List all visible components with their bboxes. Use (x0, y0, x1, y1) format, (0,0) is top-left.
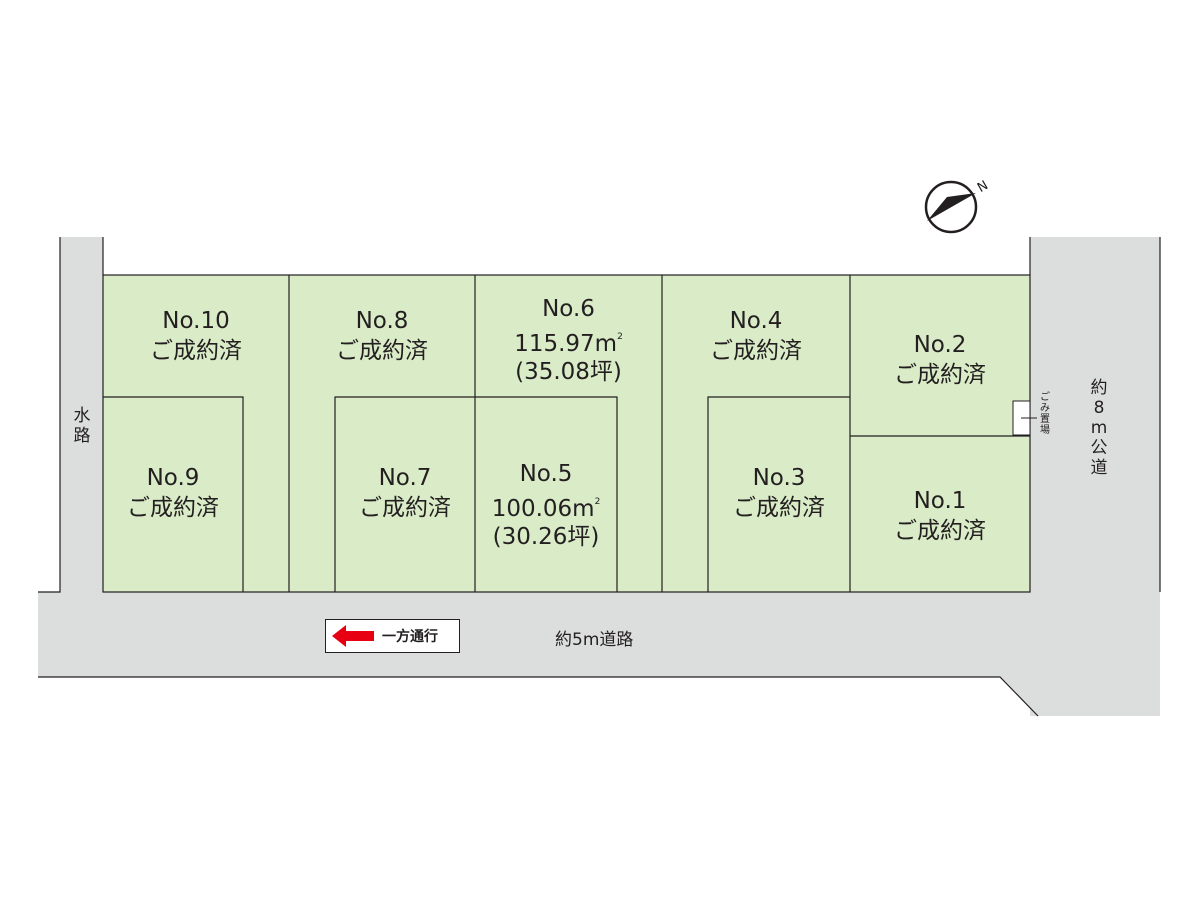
area-value: 115.97 (514, 331, 595, 357)
garbage-char: 場 (1040, 425, 1050, 436)
garbage-char: ご (1040, 392, 1050, 403)
oneway-label: 一方通行 (382, 629, 438, 645)
lot-name: No.1 (913, 488, 967, 514)
east-road-char: 8 (1093, 398, 1105, 418)
left-arrow-icon (332, 625, 374, 647)
east-road (1030, 237, 1160, 716)
lot-area: 115.97m2 (475, 323, 662, 358)
lot-tsubo: (30.26坪) (492, 524, 600, 550)
garbage-station-label: ご み 置 場 (1038, 392, 1052, 436)
garbage-char: み (1040, 403, 1050, 414)
garbage-char: 置 (1040, 414, 1050, 425)
west-waterway (60, 237, 103, 592)
lot-name: No.9 (146, 465, 200, 491)
lot-no2: No.2 ご成約済 (850, 330, 1030, 390)
south-road-label: 約5m道路 (555, 630, 634, 650)
lot-no7: No.7 ご成約済 (335, 463, 475, 523)
lot-status: ご成約済 (150, 338, 242, 364)
area-value: 100.06 (491, 496, 573, 522)
lot-no6: No.6 115.97m2 (35.08坪) (475, 295, 662, 386)
lot-no9: No.9 ご成約済 (103, 463, 243, 523)
lot-no1: No.1 ご成約済 (850, 486, 1030, 546)
lot-boundaries (103, 275, 1030, 592)
lot-name: No.2 (913, 332, 967, 358)
oneway-sign: 一方通行 (325, 619, 460, 653)
lot-status: ご成約済 (336, 338, 428, 364)
waterway-char: 水 (73, 406, 91, 426)
lot-name: No.5 (519, 461, 573, 487)
east-road-label: 約 8 m 公 道 (1087, 378, 1111, 478)
waterway-edge (38, 237, 61, 593)
east-road-char: 公 (1090, 438, 1108, 458)
east-road-char: 約 (1090, 378, 1108, 398)
lot-name: No.8 (355, 308, 409, 334)
lot-no5: No.5 100.06m2 (30.26坪) (475, 460, 617, 551)
lot-no10: No.10 ご成約済 (103, 306, 289, 366)
lot-tsubo: (35.08坪) (515, 359, 622, 385)
east-road-char: 道 (1090, 458, 1108, 478)
area-sup: 2 (617, 332, 623, 342)
lot-status: ご成約済 (733, 495, 825, 521)
lot-no3: No.3 ご成約済 (708, 463, 850, 523)
east-road-char: m (1090, 418, 1108, 438)
lot-status: ご成約済 (127, 495, 219, 521)
lot-status: ご成約済 (359, 495, 451, 521)
waterway-label: 水 路 (70, 406, 94, 446)
south-road-edge (38, 676, 1039, 717)
lot-name: No.6 (542, 296, 595, 322)
south-road (38, 592, 1160, 716)
lot-status: ご成約済 (710, 338, 802, 364)
lot-no4: No.4 ご成約済 (662, 306, 850, 366)
compass-letter: N (975, 178, 991, 196)
lot-status: ご成約済 (894, 518, 986, 544)
lot-name: No.10 (162, 308, 230, 334)
north-compass-icon: N (924, 178, 991, 234)
area-unit: m (594, 331, 618, 357)
area-sup: 2 (594, 497, 601, 507)
waterway-char: 路 (73, 426, 91, 446)
lot-name: No.4 (729, 308, 783, 334)
lot-name: No.3 (752, 465, 806, 491)
lot-no8: No.8 ご成約済 (289, 306, 475, 366)
lot-area: 100.06m2 (475, 488, 617, 523)
lot-status: ご成約済 (894, 362, 986, 388)
area-unit: m (572, 496, 595, 522)
lot-name: No.7 (378, 465, 432, 491)
